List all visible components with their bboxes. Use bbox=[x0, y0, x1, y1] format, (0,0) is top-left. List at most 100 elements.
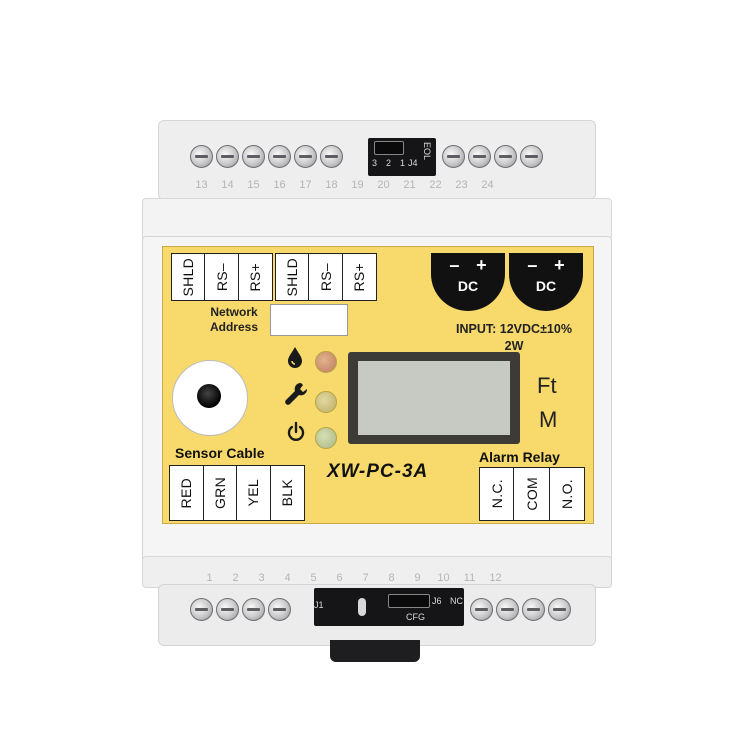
fault-led bbox=[315, 391, 337, 413]
terminal-screw[interactable] bbox=[548, 598, 571, 621]
terminal-label-cell: COM bbox=[514, 468, 550, 520]
terminal-number: 2 bbox=[232, 572, 239, 584]
input-rating-power: 2W bbox=[504, 339, 524, 353]
minus-sign: – bbox=[527, 255, 538, 275]
terminal-screw[interactable] bbox=[268, 598, 291, 621]
wrench-icon bbox=[285, 382, 307, 405]
terminal-screw[interactable] bbox=[522, 598, 545, 621]
cfg-jumper-header[interactable]: J1 J6 NC CFG bbox=[314, 588, 464, 626]
terminal-screw[interactable] bbox=[242, 598, 265, 621]
terminal-label: COM bbox=[523, 477, 540, 511]
terminal-number: 19 bbox=[351, 179, 364, 191]
terminal-label-cell: SHLD bbox=[276, 254, 310, 300]
alarm-relay-label: Alarm Relay bbox=[479, 449, 560, 465]
terminal-screw[interactable] bbox=[294, 145, 317, 168]
plus-sign: + bbox=[476, 255, 487, 275]
input-rating: INPUT: 12VDC±10% 2W bbox=[439, 321, 589, 355]
terminal-screw[interactable] bbox=[494, 145, 517, 168]
terminal-number: 14 bbox=[221, 179, 234, 191]
terminal-screw[interactable] bbox=[520, 145, 543, 168]
eol-label: EOL bbox=[422, 142, 432, 161]
terminal-label-cell: BLK bbox=[271, 466, 304, 520]
dc-label: DC bbox=[535, 278, 557, 294]
dc-power-terminal-1: –+ DC bbox=[431, 253, 505, 311]
network-address-label-line2: Address bbox=[209, 320, 259, 334]
terminal-number: 17 bbox=[299, 179, 312, 191]
terminal-label-cell: RED bbox=[170, 466, 204, 520]
terminal-number: 24 bbox=[481, 179, 494, 191]
terminal-label-cell: GRN bbox=[204, 466, 237, 520]
terminal-label-cell: YEL bbox=[237, 466, 271, 520]
top-terminal-numbers-left: 13 14 15 16 17 18 19 20 21 22 23 24 bbox=[190, 179, 499, 191]
terminal-number: 3 bbox=[258, 572, 265, 584]
minus-sign: – bbox=[449, 255, 460, 275]
power-icon bbox=[287, 421, 305, 441]
unit-feet-label: Ft bbox=[537, 373, 557, 398]
din-rail-clip[interactable] bbox=[330, 640, 420, 662]
alarm-relay-terminal-box: N.C. COM N.O. bbox=[479, 467, 585, 521]
terminal-screw[interactable] bbox=[190, 145, 213, 168]
terminal-label: RS– bbox=[317, 262, 334, 292]
terminal-number: 11 bbox=[463, 572, 476, 584]
terminal-label-cell: SHLD bbox=[172, 254, 206, 300]
terminal-number: 23 bbox=[455, 179, 468, 191]
lcd-screen bbox=[358, 361, 510, 435]
terminal-label-cell: RS– bbox=[205, 254, 239, 300]
network-address-display bbox=[270, 304, 348, 336]
terminal-number: 22 bbox=[429, 179, 442, 191]
terminal-number: 15 bbox=[247, 179, 260, 191]
terminal-number: 5 bbox=[310, 572, 317, 584]
terminal-number: 9 bbox=[414, 572, 421, 584]
model-number: XW-PC-3A bbox=[327, 461, 429, 482]
terminal-screw[interactable] bbox=[268, 145, 291, 168]
terminal-screw[interactable] bbox=[190, 598, 213, 621]
terminal-screw[interactable] bbox=[470, 598, 493, 621]
top-terminal-screws-right bbox=[442, 145, 543, 168]
dc-label: DC bbox=[457, 278, 479, 294]
jumper-side-label: NC bbox=[450, 596, 463, 606]
top-terminal-screws-left bbox=[190, 145, 343, 168]
terminal-number: 20 bbox=[377, 179, 390, 191]
terminal-screw[interactable] bbox=[242, 145, 265, 168]
terminal-label: RS+ bbox=[247, 262, 264, 292]
bottom-terminal-screws-left bbox=[190, 598, 291, 621]
eol-jumper-header[interactable]: 3 2 1 J4 EOL bbox=[368, 138, 436, 176]
plus-sign: + bbox=[554, 255, 565, 275]
terminal-label-cell: RS+ bbox=[239, 254, 272, 300]
terminal-number: 21 bbox=[403, 179, 416, 191]
network-address-label-line1: Network bbox=[210, 305, 258, 319]
terminal-label: RS– bbox=[213, 262, 230, 292]
terminal-label: N.O. bbox=[558, 479, 575, 509]
bottom-terminal-numbers: 1 2 3 4 5 6 7 8 9 10 11 12 bbox=[198, 572, 507, 584]
terminal-label-cell: RS+ bbox=[343, 254, 376, 300]
terminal-screw[interactable] bbox=[496, 598, 519, 621]
network-terminal-box-right: SHLD RS– RS+ bbox=[275, 253, 377, 301]
terminal-label: SHLD bbox=[180, 257, 197, 297]
dc-power-terminal-2: –+ DC bbox=[509, 253, 583, 311]
terminal-number: 8 bbox=[388, 572, 395, 584]
terminal-number: 12 bbox=[489, 572, 502, 584]
water-drop-icon bbox=[288, 347, 302, 368]
terminal-label: YEL bbox=[245, 479, 262, 507]
jumper-id-label: J4 bbox=[408, 158, 418, 168]
terminal-screw[interactable] bbox=[442, 145, 465, 168]
terminal-number: 16 bbox=[273, 179, 286, 191]
jumper-cap[interactable] bbox=[388, 594, 430, 608]
terminal-number: 4 bbox=[284, 572, 291, 584]
jumper-pin-label: 3 bbox=[372, 158, 378, 168]
terminal-screw[interactable] bbox=[468, 145, 491, 168]
terminal-label-cell: RS– bbox=[309, 254, 343, 300]
terminal-number: 18 bbox=[325, 179, 338, 191]
terminal-screw[interactable] bbox=[216, 145, 239, 168]
sensor-cable-label: Sensor Cable bbox=[175, 445, 265, 461]
jumper-id-label: J6 bbox=[432, 596, 442, 606]
terminal-label: RED bbox=[178, 477, 195, 509]
jumper-pin-label: 1 bbox=[400, 158, 406, 168]
network-terminal-box-left: SHLD RS– RS+ bbox=[171, 253, 273, 301]
terminal-screw[interactable] bbox=[320, 145, 343, 168]
jumper-cap[interactable] bbox=[374, 141, 404, 155]
terminal-number: 6 bbox=[336, 572, 343, 584]
sensor-cable-port[interactable] bbox=[197, 384, 221, 408]
terminal-label: SHLD bbox=[284, 257, 301, 297]
terminal-screw[interactable] bbox=[216, 598, 239, 621]
